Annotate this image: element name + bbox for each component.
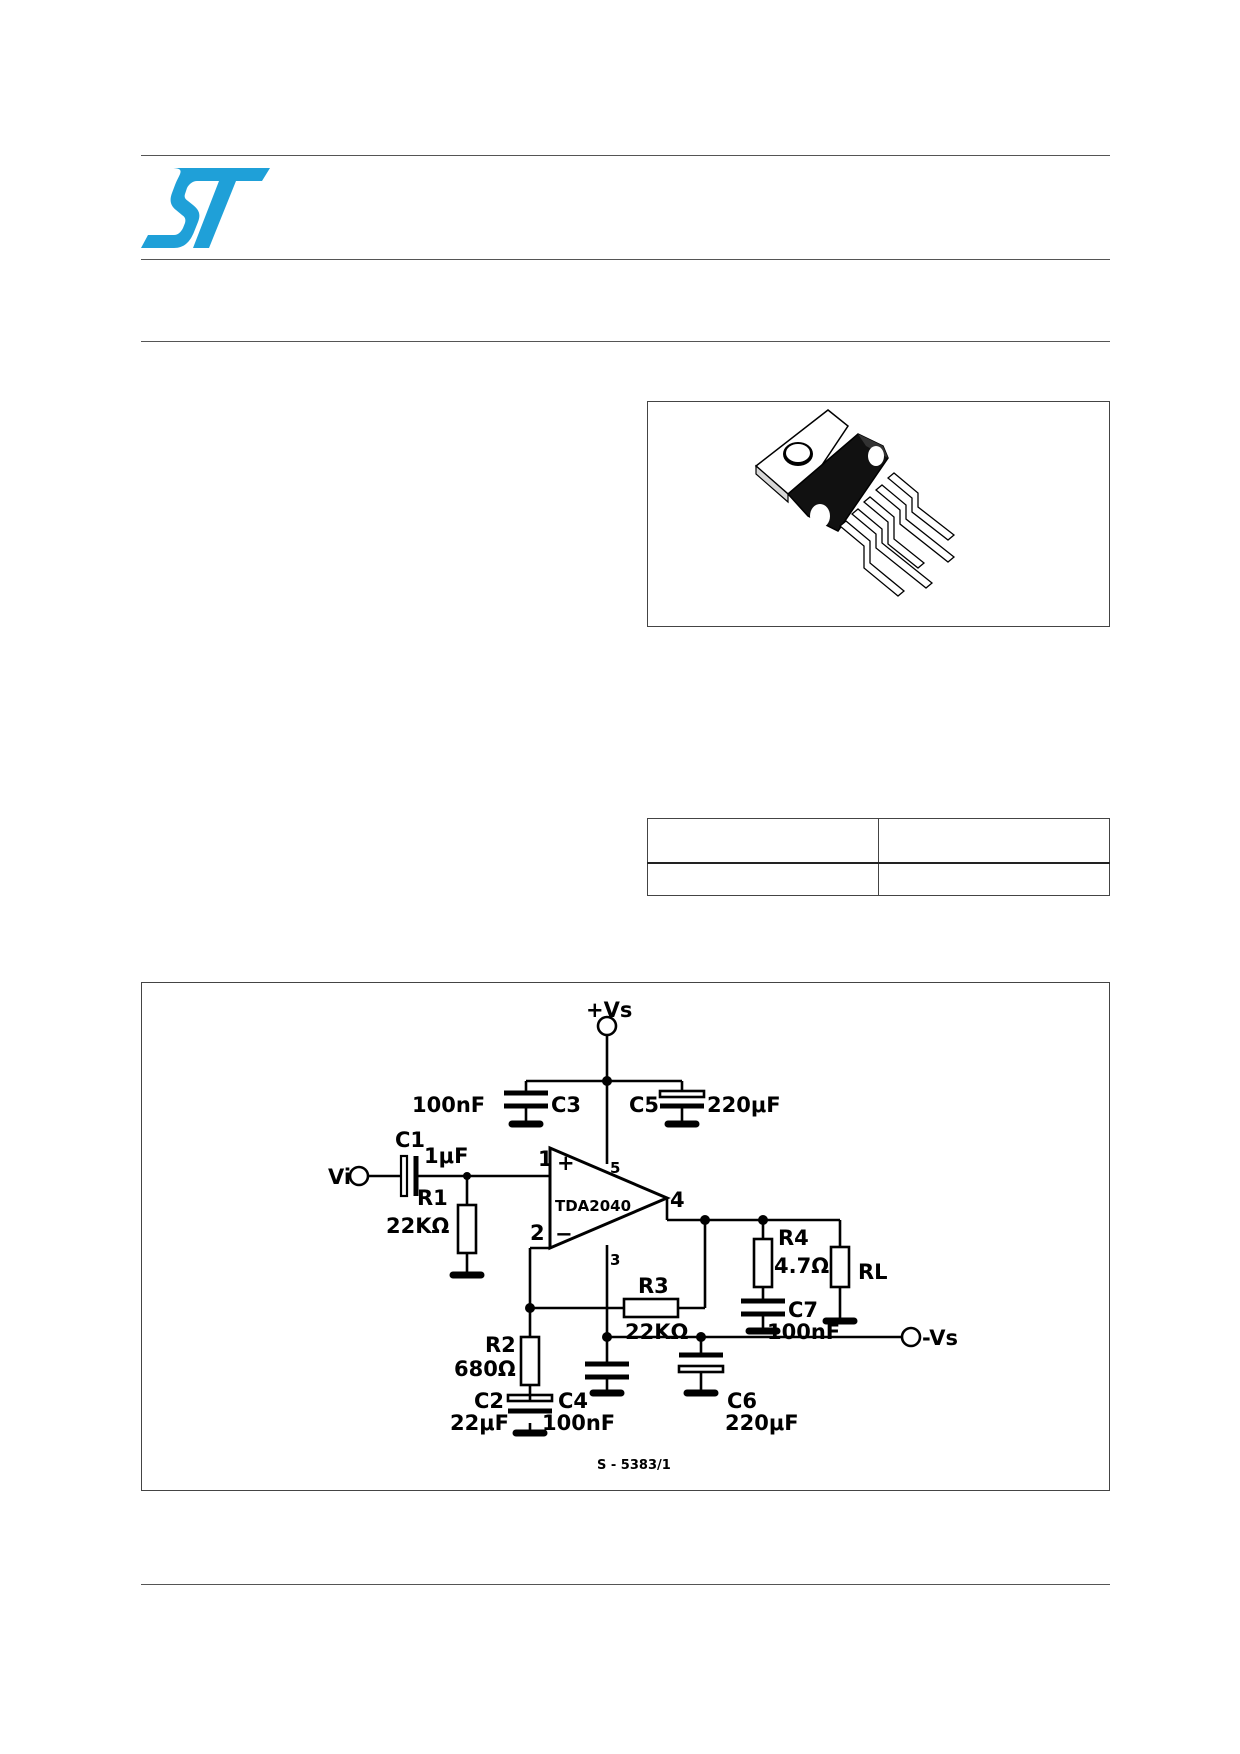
c2-value: 22μF (450, 1411, 509, 1435)
c7-name: C7 (788, 1298, 818, 1322)
inverting-input-sign: − (555, 1222, 573, 1246)
application-circuit-figure: +Vs Vi -Vs TDA2040 1 2 3 4 5 + − 100nF C… (141, 982, 1110, 1491)
r4-name: R4 (778, 1226, 809, 1250)
c1-value: 1μF (424, 1144, 468, 1168)
header-rule (141, 259, 1110, 260)
footer-rule (141, 1584, 1110, 1585)
pin-4-label: 4 (670, 1188, 685, 1212)
pin-2-label: 2 (530, 1221, 545, 1245)
table-cell (878, 862, 1110, 896)
noninverting-input-sign: + (557, 1151, 575, 1175)
supply-negative-label: -Vs (922, 1326, 958, 1350)
figure-code: S - 5383/1 (597, 1458, 671, 1473)
c7-value: 100nF (767, 1320, 840, 1344)
r1-name: R1 (417, 1186, 448, 1210)
table-header-cell (878, 818, 1110, 864)
minus-vs-terminal (900, 1326, 922, 1348)
c3-value: 100nF (412, 1093, 485, 1117)
c5-value: 220μF (707, 1093, 781, 1117)
c4-value: 100nF (542, 1411, 615, 1435)
c6-value: 220μF (725, 1411, 799, 1435)
r3-value: 22KΩ (625, 1320, 688, 1344)
c3-name: C3 (551, 1093, 581, 1117)
table-header-cell (647, 818, 879, 864)
table-header-row (647, 818, 1110, 864)
to220-5-lead-package-icon (754, 409, 956, 597)
pin-1-label: 1 (538, 1147, 553, 1171)
c6-name: C6 (727, 1389, 757, 1413)
c2-name: C2 (474, 1389, 504, 1413)
r4-value: 4.7Ω (774, 1254, 829, 1278)
r2-value: 680Ω (454, 1357, 516, 1381)
rl-name: RL (858, 1260, 888, 1284)
vi-terminal (348, 1165, 370, 1187)
pin-5-label: 5 (610, 1159, 620, 1177)
top-rule (141, 155, 1110, 156)
title-rule (141, 341, 1110, 342)
c1-name: C1 (395, 1128, 425, 1152)
plus-vs-terminal (596, 1015, 618, 1037)
supply-positive-label: +Vs (586, 998, 632, 1022)
pin-3-label: 3 (610, 1251, 620, 1269)
c5-name: C5 (629, 1093, 659, 1117)
st-logo (141, 168, 270, 248)
r2-name: R2 (485, 1333, 516, 1357)
package-figure (647, 401, 1110, 627)
ic-label: TDA2040 (555, 1197, 631, 1215)
r1-value: 22KΩ (386, 1214, 449, 1238)
order-codes-table (647, 818, 1110, 896)
c4-name: C4 (558, 1389, 588, 1413)
tda2040-opamp (548, 1145, 671, 1251)
input-label: Vi (328, 1165, 351, 1189)
test-circuit-schematic: +Vs Vi -Vs TDA2040 1 2 3 4 5 + − 100nF C… (328, 998, 958, 1473)
table-row (647, 862, 1110, 896)
table-cell (647, 862, 879, 896)
r3-name: R3 (638, 1274, 669, 1298)
